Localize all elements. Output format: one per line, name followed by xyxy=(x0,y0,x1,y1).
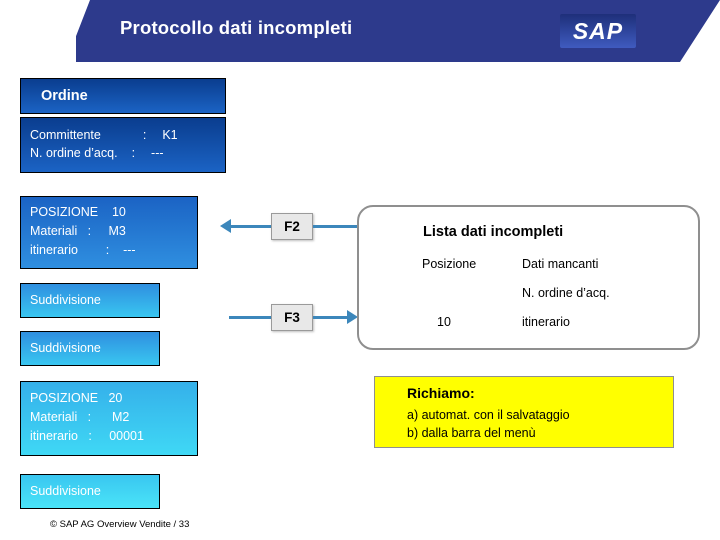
posizione-10-box: POSIZIONE 10 Materiali : M3 itinerario :… xyxy=(20,196,198,269)
header-left-notch xyxy=(66,0,90,62)
suddivisione-box-2: Suddivisione xyxy=(20,331,160,366)
committente-row: Committente: K1 xyxy=(30,128,178,142)
lista-column-header-posizione: Posizione xyxy=(422,257,477,271)
arrow-line-f2-right xyxy=(313,225,357,228)
arrow-line-f2-left xyxy=(229,225,271,228)
suddivisione-box-3: Suddivisione xyxy=(20,474,160,509)
suddivisione-label-1: Suddivisione xyxy=(30,293,101,307)
committente-box: Committente: K1 N. ordine d’acq.: --- xyxy=(20,117,226,173)
header-right-notch xyxy=(680,0,720,62)
richiamo-line-b: b) dalla barra del menù xyxy=(407,426,536,440)
key-f2-button[interactable]: F2 xyxy=(271,213,313,240)
richiamo-line-a: a) automat. con il salvataggio xyxy=(407,408,570,422)
arrow-head-f3-right xyxy=(347,310,358,324)
ordine-acquisto-separator: : xyxy=(131,146,136,160)
posizione-20-line3: itinerario : 00001 xyxy=(30,429,144,443)
lista-title: Lista dati incompleti xyxy=(423,224,564,240)
lista-row-1-dati: itinerario xyxy=(522,315,570,329)
ordine-acquisto-label: N. ordine d’acq. xyxy=(30,146,118,160)
lista-row-1-posizione: 10 xyxy=(437,315,451,329)
posizione-20-line1: POSIZIONE 20 xyxy=(30,391,123,405)
arrow-line-f3-right xyxy=(313,316,347,319)
lista-dati-incompleti-panel: Lista dati incompleti Posizione Dati man… xyxy=(357,205,700,350)
richiamo-title: Richiamo: xyxy=(407,385,475,401)
ordine-acquisto-value: --- xyxy=(151,146,164,160)
sap-logo: SAP xyxy=(560,14,636,48)
suddivisione-label-3: Suddivisione xyxy=(30,484,101,498)
posizione-20-box: POSIZIONE 20 Materiali : M2 itinerario :… xyxy=(20,381,198,456)
suddivisione-box-1: Suddivisione xyxy=(20,283,160,318)
committente-separator: : xyxy=(142,128,147,142)
lista-row-0-dati: N. ordine d’acq. xyxy=(522,286,610,300)
page-title: Protocollo dati incompleti xyxy=(120,17,353,38)
richiamo-note-box: Richiamo: a) automat. con il salvataggio… xyxy=(374,376,674,448)
suddivisione-label-2: Suddivisione xyxy=(30,341,101,355)
lista-column-header-dati-mancanti: Dati mancanti xyxy=(522,257,599,271)
posizione-10-line3: itinerario : --- xyxy=(30,243,136,257)
posizione-10-line1: POSIZIONE 10 xyxy=(30,205,126,219)
ordine-header-box: Ordine xyxy=(20,78,226,114)
header-white-left-block xyxy=(0,0,76,62)
posizione-20-line2: Materiali : M2 xyxy=(30,410,130,424)
key-f3-button[interactable]: F3 xyxy=(271,304,313,331)
posizione-10-line2: Materiali : M3 xyxy=(30,224,126,238)
arrow-line-f3-left xyxy=(229,316,271,319)
page-header: Protocollo dati incompleti SAP xyxy=(0,0,720,62)
committente-label: Committente xyxy=(30,128,101,142)
arrow-head-f2-left xyxy=(220,219,231,233)
ordine-acquisto-row: N. ordine d’acq.: --- xyxy=(30,146,164,160)
ordine-heading: Ordine xyxy=(41,88,88,104)
committente-value: K1 xyxy=(162,128,178,142)
footer-text: © SAP AG Overview Vendite / 33 xyxy=(50,519,190,530)
